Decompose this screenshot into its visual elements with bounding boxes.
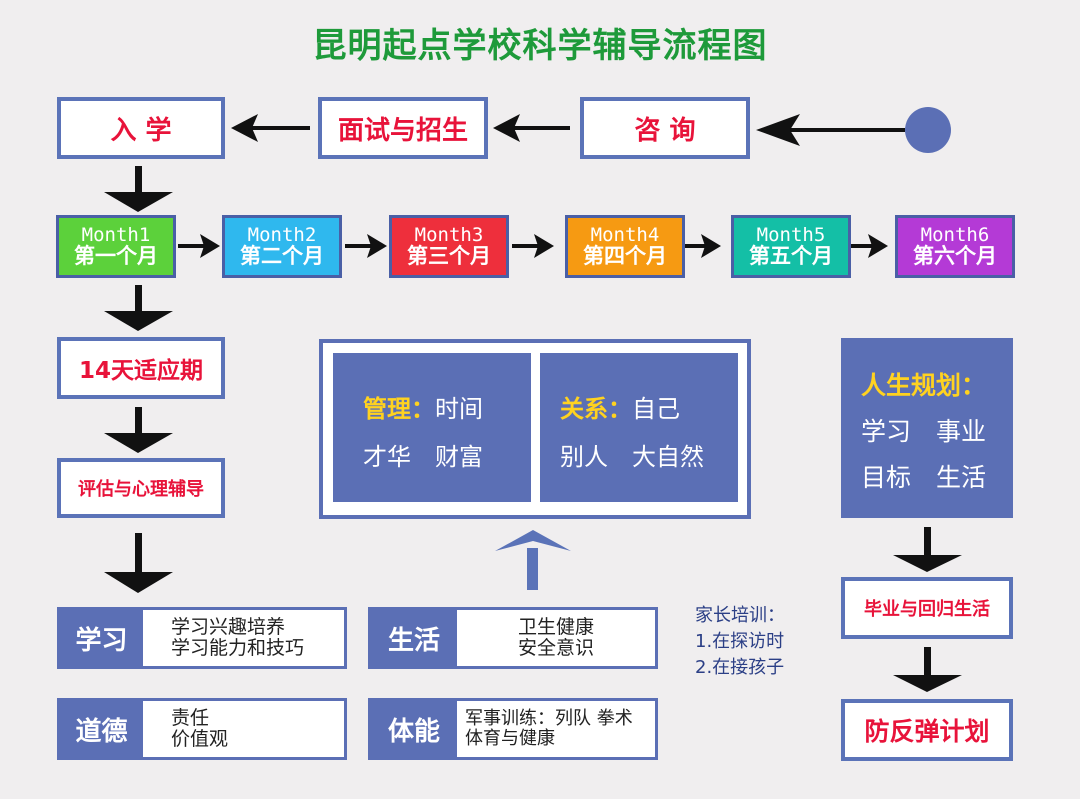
month-5-zh: 第五个月 [749,244,833,269]
moral-line-1: 责任 [171,707,210,730]
life-plan-panel: 人生规划： 学习 事业 目标 生活 [841,338,1013,518]
month-2-en: Month2 [247,223,317,246]
month-5-en: Month5 [756,223,826,246]
month-arrows [178,234,888,258]
relation-label: 关系： [560,395,632,423]
anti-rebound-label: 防反弹计划 [864,717,990,746]
parent-training-item-2: 2.在接孩子 [695,657,785,679]
management-time: 时间 [435,395,483,423]
life-label: 生活 [371,610,457,666]
relation-self: 自己 [632,395,680,423]
arrow-adapt-down [104,407,173,453]
month-2-zh: 第二个月 [240,244,324,269]
fitness-body: 军事训练：列队 拳术 体育与健康 [457,701,655,757]
arrow-month1-down [104,285,173,331]
eval-box: 评估与心理辅导 [57,458,225,518]
interview-box: 面试与招生 [318,97,488,159]
life-line-2: 安全意识 [517,637,594,659]
month-2: Month2 第二个月 [222,215,342,278]
fitness-line-2: 体育与健康 [465,728,555,749]
graduation-label: 毕业与回归生活 [864,599,990,620]
life-plan-row2: 目标 生活 [861,463,987,492]
enroll-label: 入 学 [110,115,172,146]
life-plan-row1: 学习 事业 [861,417,987,446]
life-body: 卫生健康 安全意识 [457,610,655,666]
management-row2: 才华 财富 [363,443,483,471]
month-4: Month4 第四个月 [565,215,685,278]
study-label: 学习 [60,610,143,666]
month-3: Month3 第三个月 [389,215,509,278]
moral-label: 道德 [60,701,143,757]
parent-training-item-1: 1.在探访时 [695,631,785,653]
month-4-en: Month4 [590,223,660,246]
month-1-zh: 第一个月 [74,244,158,269]
moral-line-2: 价值观 [171,728,229,750]
eval-label: 评估与心理辅导 [78,479,204,500]
relation-row2: 别人 大自然 [560,443,704,471]
month-6: Month6 第六个月 [895,215,1015,278]
month-3-zh: 第三个月 [407,244,491,269]
life-plan-title: 人生规划： [861,371,987,400]
arrow-enroll-down [104,166,173,212]
moral-body: 责任 价值观 [143,701,344,757]
fitness-line-1: 军事训练：列队 拳术 [465,708,633,730]
enroll-box: 入 学 [57,97,225,159]
anti-rebound-box: 防反弹计划 [841,699,1013,761]
month-6-zh: 第六个月 [913,244,997,269]
arrow-eval-down [104,533,173,593]
graduation-box: 毕业与回归生活 [841,577,1013,639]
moral-row: 道德 责任 价值观 [57,698,347,760]
adapt-label: 14天适应期 [78,358,203,384]
start-dot [905,107,951,153]
relation-row1: 关系：自己 [560,389,680,424]
arrow-plan-down [893,527,962,572]
management-label: 管理： [363,395,435,423]
study-body: 学习兴趣培养 学习能力和技巧 [143,610,344,666]
month-4-zh: 第四个月 [583,244,667,269]
page-title: 昆明起点学校科学辅导流程图 [312,26,768,66]
relation-panel: 关系：自己 别人 大自然 [540,353,738,502]
study-line-1: 学习兴趣培养 [171,616,286,639]
adapt-box: 14天适应期 [57,337,225,399]
month-5: Month5 第五个月 [731,215,851,278]
arrow-grad-down [893,647,962,692]
consult-box: 咨 询 [580,97,750,159]
management-panel: 管理：时间 才华 财富 [333,353,531,502]
month-3-en: Month3 [414,223,484,246]
month-6-en: Month6 [920,223,990,246]
life-row: 生活 卫生健康 安全意识 [368,607,658,669]
management-row1: 管理：时间 [363,389,483,424]
fitness-row: 体能 军事训练：列队 拳术 体育与健康 [368,698,658,760]
arrow-up-center [495,530,571,590]
parent-training-title: 家长培训： [695,605,785,626]
fitness-label: 体能 [371,701,457,757]
month-1-en: Month1 [81,223,151,246]
study-row: 学习 学习兴趣培养 学习能力和技巧 [57,607,347,669]
consult-label: 咨 询 [634,115,696,146]
parent-training: 家长培训： 1.在探访时 2.在接孩子 [695,603,785,681]
life-line-1: 卫生健康 [517,616,594,639]
interview-label: 面试与招生 [337,115,468,146]
study-line-2: 学习能力和技巧 [171,637,305,659]
month-1: Month1 第一个月 [56,215,176,278]
